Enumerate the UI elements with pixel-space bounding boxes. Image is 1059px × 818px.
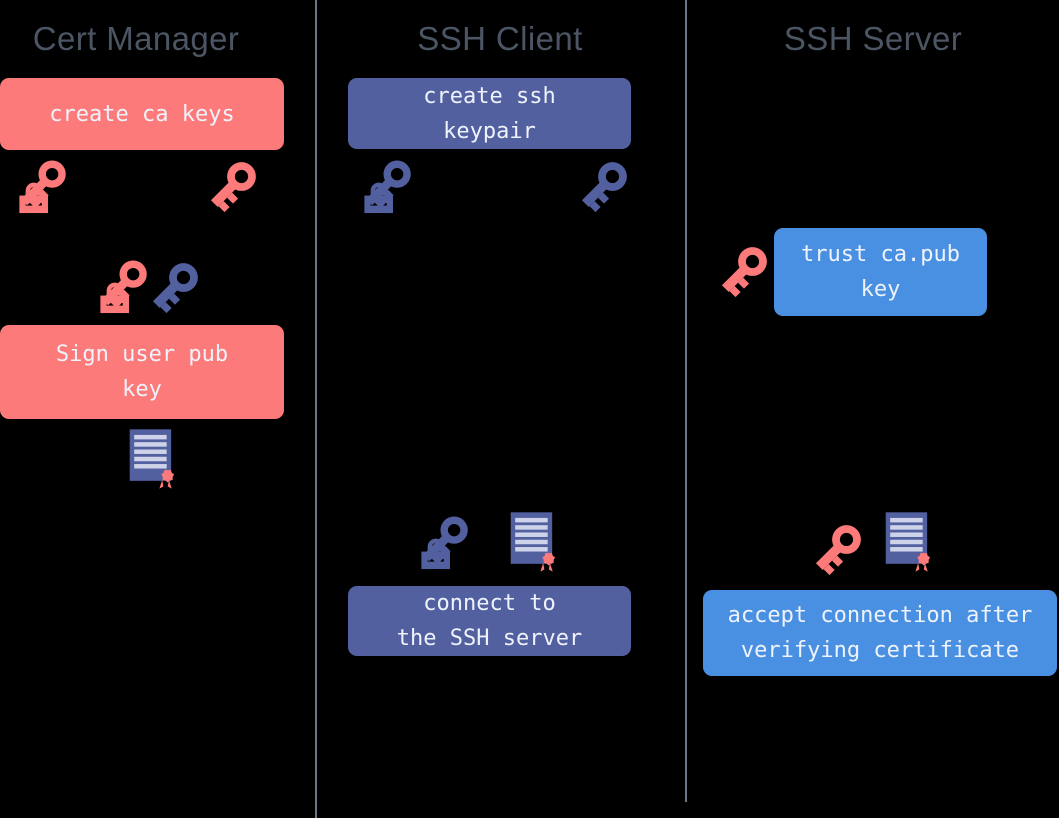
step-create-ssh-keypair[interactable]: create ssh keypair — [348, 78, 631, 149]
public-key-icon — [574, 155, 634, 215]
lane-title-ssh-server: SSH Server — [783, 20, 963, 57]
certificate-icon — [879, 511, 935, 573]
step-connect-to-ssh-server[interactable]: connect to the SSH server — [348, 586, 631, 656]
lane-divider-1 — [315, 0, 317, 818]
public-key-icon — [145, 256, 205, 316]
private-key-icon — [357, 156, 419, 218]
step-sign-user-pub-key[interactable]: Sign user pub key — [0, 325, 284, 419]
certificate-icon — [123, 428, 179, 490]
step-create-ca-keys[interactable]: create ca keys — [0, 78, 284, 150]
certificate-icon — [504, 511, 560, 573]
private-key-icon — [93, 256, 155, 318]
private-key-icon — [12, 156, 74, 218]
public-key-icon — [808, 518, 868, 578]
lane-divider-2 — [685, 0, 687, 802]
lane-title-cert-manager: Cert Manager — [32, 20, 240, 57]
private-key-icon — [414, 512, 476, 574]
public-key-icon — [203, 155, 263, 215]
public-key-icon — [714, 240, 774, 300]
step-accept-connection[interactable]: accept connection after verifying certif… — [703, 590, 1057, 676]
lane-title-ssh-client: SSH Client — [417, 20, 583, 57]
step-trust-ca-pub-key[interactable]: trust ca.pub key — [774, 228, 987, 316]
